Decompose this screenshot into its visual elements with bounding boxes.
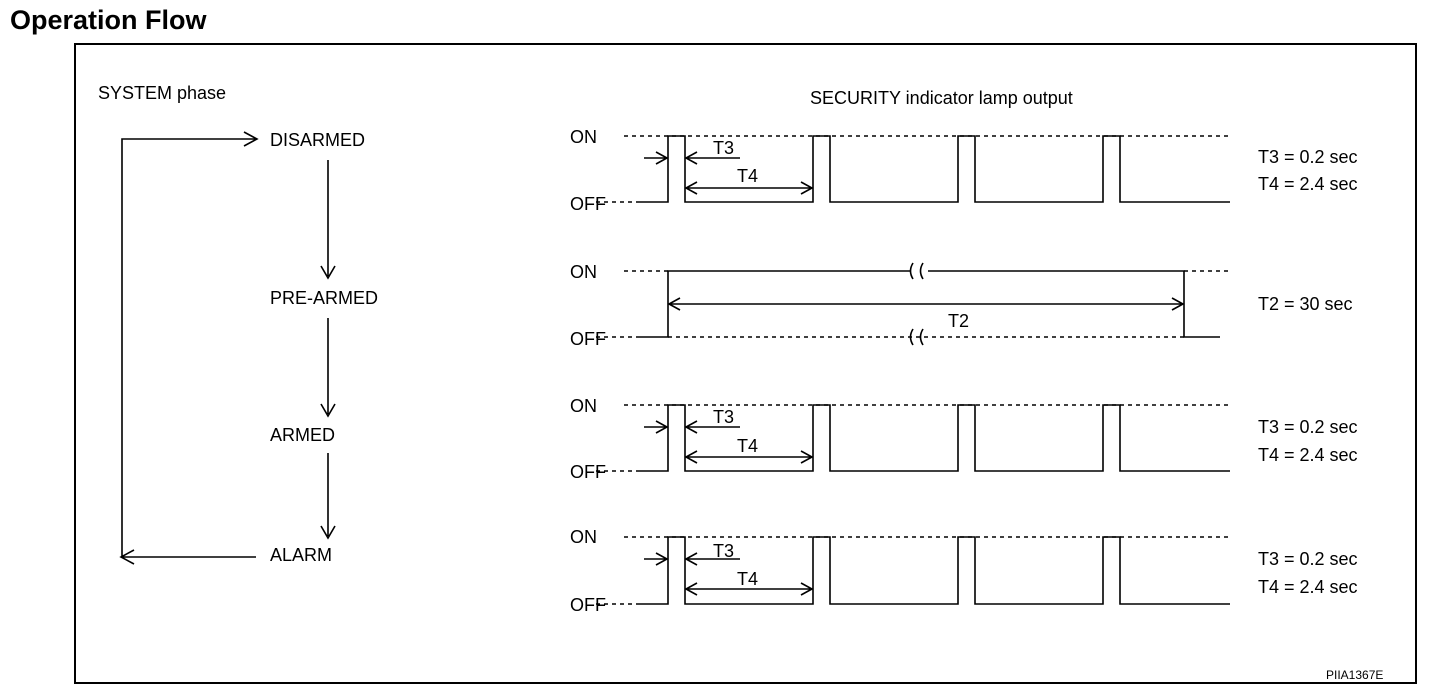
t2-dimension-arrow — [667, 297, 1185, 311]
t3-dimension-label: T3 — [713, 138, 734, 158]
level-off-label: OFF — [570, 194, 606, 214]
level-off-label: OFF — [570, 329, 606, 349]
t3-value-note: T3 = 0.2 sec — [1258, 147, 1358, 167]
row-alarm-labels: ON OFF T3 T4 T3 = 0.2 sec T4 = 2.4 sec — [570, 527, 1358, 615]
t4-dimension-label: T4 — [737, 569, 758, 589]
t4-dimension-label: T4 — [737, 436, 758, 456]
phase-pre-armed: PRE-ARMED — [270, 288, 378, 308]
lamp-output-label: SECURITY indicator lamp output — [810, 88, 1073, 108]
t3-arrow-in — [644, 151, 669, 165]
arrow-armed-to-alarm — [320, 453, 336, 540]
flow-labels: SYSTEM phase SECURITY indicator lamp out… — [98, 83, 1073, 565]
t4-dimension-arrow — [684, 450, 814, 464]
lamp-blink-waveform — [640, 135, 1230, 203]
break-mark-off — [909, 328, 924, 346]
t3-arrow-in — [644, 552, 669, 566]
diagram-frame — [74, 43, 1417, 684]
t3-arrow-out — [684, 420, 740, 434]
t3-arrow-out — [684, 552, 740, 566]
t4-value-note: T4 = 2.4 sec — [1258, 577, 1358, 597]
t4-dimension-label: T4 — [737, 166, 758, 186]
t3-dimension-label: T3 — [713, 541, 734, 561]
row-armed-labels: ON OFF T3 T4 T3 = 0.2 sec T4 = 2.4 sec — [570, 396, 1358, 482]
t3-arrow-in — [644, 420, 669, 434]
flow-arrows — [119, 131, 336, 565]
t2-value-note: T2 = 30 sec — [1258, 294, 1353, 314]
level-off-label: OFF — [570, 462, 606, 482]
t3-value-note: T3 = 0.2 sec — [1258, 417, 1358, 437]
t3-dimension-label: T3 — [713, 407, 734, 427]
t4-dimension-arrow — [684, 582, 814, 596]
phase-armed: ARMED — [270, 425, 335, 445]
system-phase-label: SYSTEM phase — [98, 83, 226, 103]
t3-arrow-out — [684, 151, 740, 165]
level-on-label: ON — [570, 127, 597, 147]
row-disarmed-labels: ON OFF T3 T4 T3 = 0.2 sec T4 = 2.4 sec — [570, 127, 1358, 214]
break-mark-on — [909, 262, 924, 280]
row-pre-armed-labels: ON OFF T2 T2 = 30 sec — [570, 262, 1353, 349]
return-loop-arrow — [119, 131, 259, 565]
t4-dimension-arrow — [684, 181, 814, 195]
level-on-label: ON — [570, 396, 597, 416]
t4-value-note: T4 = 2.4 sec — [1258, 445, 1358, 465]
arrow-disarmed-to-prearmed — [320, 160, 336, 280]
page-title: Operation Flow — [10, 5, 207, 35]
arrow-prearmed-to-armed — [320, 318, 336, 418]
phase-alarm: ALARM — [270, 545, 332, 565]
level-off-label: OFF — [570, 595, 606, 615]
t2-dimension-label: T2 — [948, 311, 969, 331]
phase-disarmed: DISARMED — [270, 130, 365, 150]
lamp-blink-waveform — [640, 404, 1230, 472]
lamp-blink-waveform — [640, 536, 1230, 605]
level-on-label: ON — [570, 527, 597, 547]
t3-value-note: T3 = 0.2 sec — [1258, 549, 1358, 569]
t4-value-note: T4 = 2.4 sec — [1258, 174, 1358, 194]
level-on-label: ON — [570, 262, 597, 282]
figure-code: PIIA1367E — [1326, 668, 1383, 682]
